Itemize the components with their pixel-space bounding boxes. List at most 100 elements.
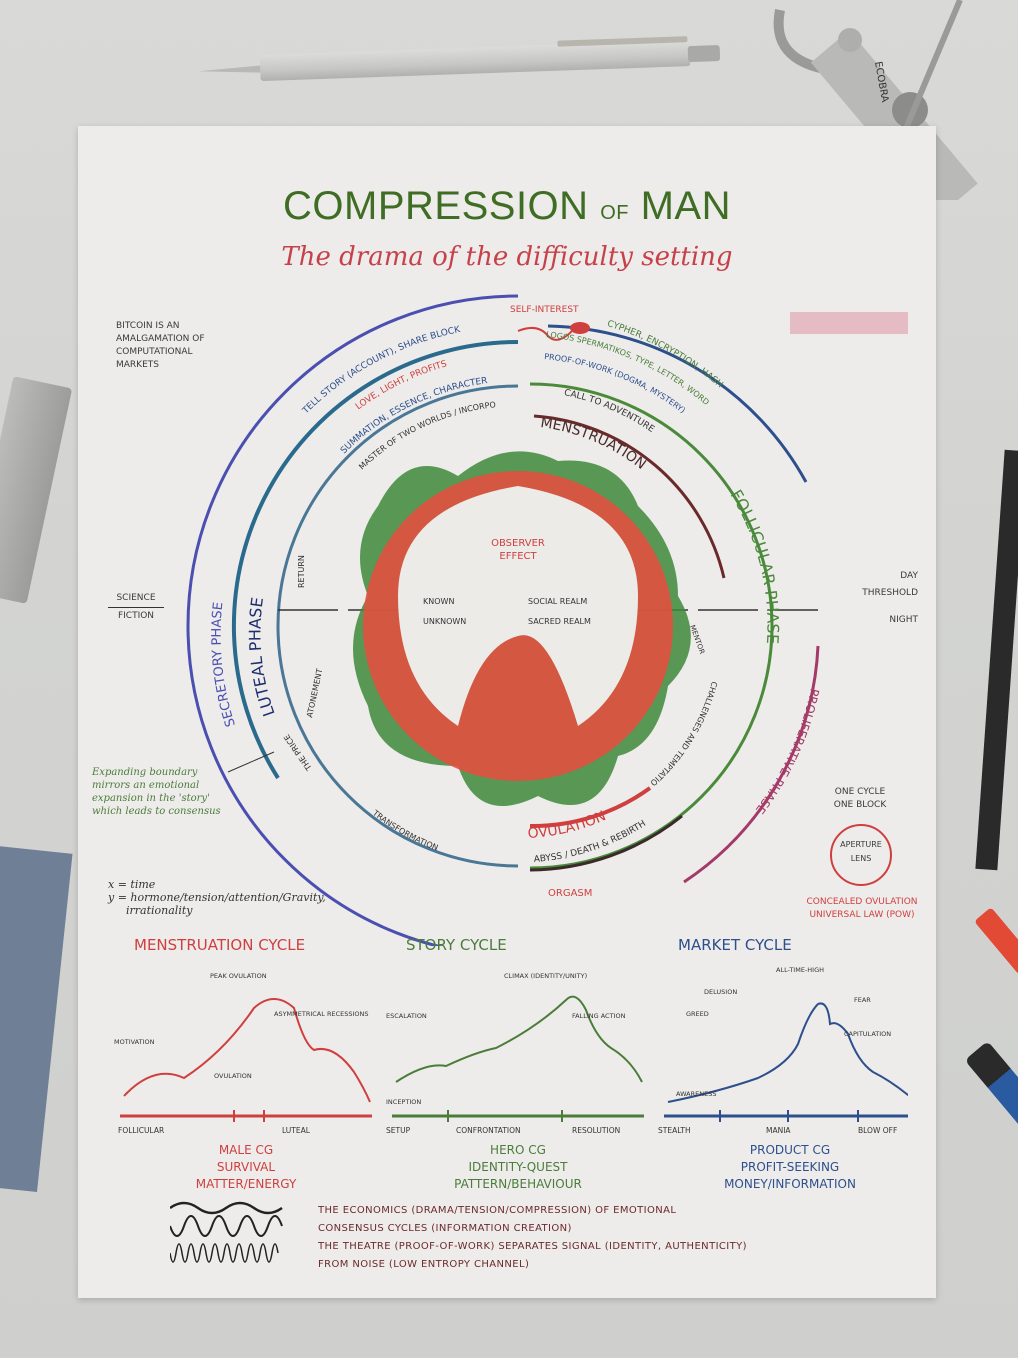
chart-caption: PRODUCT CG [750, 1143, 830, 1157]
cycle-curve [395, 995, 643, 1083]
aperture-cycle-icon: APERTURE LENS [830, 824, 892, 886]
y-axis-definition-cont: irrationality [126, 904, 193, 917]
svg-text:MASTER OF TWO WORLDS / INCORPO: MASTER OF TWO WORLDS / INCORPORATION [78, 126, 496, 471]
one-cycle-line: ONE CYCLE [834, 787, 886, 797]
phase-label: SETUP [386, 1126, 411, 1135]
red-pencil [974, 907, 1018, 975]
footer-line: FROM NOISE (LOW ENTROPY CHANNEL) [318, 1259, 530, 1270]
chart-annotation: CLIMAX (IDENTITY/UNITY) [504, 972, 587, 980]
proliferative-phase-label: PROLIFERATIVE PHASE [753, 687, 822, 816]
chart-market-cycle: MARKET CYCLEALL-TIME-HIGHDELUSIONGREEDFE… [658, 936, 916, 1191]
fiction-label: FICTION [117, 611, 155, 621]
master-two-worlds-label: MASTER OF TWO WORLDS / INCORPORATION [78, 126, 496, 471]
chart-annotation: PEAK OVULATION [210, 972, 267, 980]
science-fiction-note: SCIENCE FICTION [108, 592, 164, 623]
one-block-line: ONE BLOCK [833, 800, 887, 810]
footer-line: CONSENSUS CYCLES (INFORMATION CREATION) [318, 1223, 572, 1234]
expanding-line: Expanding boundary [92, 767, 198, 778]
footer-line: THE THEATRE (PROOF-OF-WORK) SEPARATES SI… [318, 1241, 747, 1252]
chart-annotation: FALLING ACTION [572, 1012, 626, 1020]
cycle-charts: MENSTRUATION CYCLE PEAK OVULATION ASYMMETR… [108, 932, 916, 1192]
chart-menstruation-cycle: MENSTRUATION CYCLE PEAK OVULATION ASYMMETR… [114, 936, 372, 1191]
chart-caption: MALE CG [219, 1143, 273, 1157]
the-price-label: THE PRICE [282, 733, 314, 773]
sperm-icon [517, 326, 574, 341]
svg-text:FOLLICULAR PHASE: FOLLICULAR PHASE [727, 486, 783, 644]
black-pencil [975, 449, 1018, 871]
bitcoin-note-line: BITCOIN IS AN [116, 321, 180, 331]
chart-caption: IDENTITY-QUEST [469, 1160, 569, 1174]
luteal-phase-label: LUTEAL PHASE [245, 596, 278, 719]
night-label: NIGHT [889, 615, 918, 625]
universal-law-line: UNIVERSAL LAW (POW) [809, 910, 915, 920]
phase-label: MANIA [766, 1126, 791, 1135]
drawing-paper: COMPRESSION OF MAN The drama of the diff… [78, 126, 936, 1298]
page-title: COMPRESSION OF MAN [78, 184, 936, 229]
day-night-note: DAY THRESHOLD NIGHT [838, 570, 918, 627]
chart-annotation: CAPITULATION [844, 1030, 891, 1038]
science-label: SCIENCE [116, 593, 156, 603]
phase-label: STEALTH [658, 1126, 691, 1135]
chart-caption: SURVIVAL [217, 1160, 275, 1174]
transformation-label: TRANSFORMATION [370, 808, 439, 853]
ruler [0, 843, 73, 1193]
chart-annotation: OVULATION [214, 1072, 252, 1080]
blue-pen [964, 1040, 1018, 1130]
chart-annotation: GREED [686, 1010, 709, 1018]
phase-label: BLOW OFF [858, 1126, 897, 1135]
svg-text:TRANSFORMATION: TRANSFORMATION [370, 808, 439, 853]
expanding-line: mirrors an emotional [92, 780, 200, 791]
mechanical-pencil [198, 35, 729, 85]
axes-note: x = time y = hormone/tension/attention/G… [108, 878, 326, 917]
aperture-label: APERTURE [840, 840, 882, 849]
chart-caption: HERO CG [490, 1143, 546, 1157]
atonement-label: ATONEMENT [305, 668, 324, 719]
crossed-out-note [790, 312, 908, 334]
wave-icons [170, 1201, 283, 1263]
threshold-label: THRESHOLD [862, 588, 918, 598]
mid-frequency-wave-icon [170, 1215, 283, 1237]
bitcoin-note: BITCOIN IS AN AMALGAMATION OF COMPUTATIO… [116, 320, 205, 372]
observer-label: OBSERVER [491, 538, 545, 549]
page-subtitle: The drama of the difficulty setting [281, 242, 733, 272]
self-interest-label: SELF-INTEREST [510, 305, 579, 315]
chart-caption: MONEY/INFORMATION [724, 1177, 856, 1191]
chart-title: MARKET CYCLE [678, 936, 792, 954]
orgasm-label: ORGASM [548, 888, 592, 899]
title-main: COMPRESSION [283, 184, 589, 228]
bitcoin-note-line: MARKETS [116, 360, 159, 370]
chart-annotation: ASYMMETRICAL RECESSIONS [274, 1010, 369, 1018]
sacred-realm-label: SACRED REALM [528, 617, 591, 626]
chart-annotation: AWARENESS [676, 1090, 716, 1098]
footer-text: THE ECONOMICS (DRAMA/TENSION/COMPRESSION… [318, 1202, 747, 1274]
chart-annotation: INCEPTION [386, 1098, 421, 1106]
bitcoin-note-line: AMALGAMATION OF [116, 334, 205, 344]
low-frequency-wave-icon [170, 1201, 283, 1215]
y-axis-definition: y = hormone/tension/attention/Gravity, [108, 891, 326, 904]
concealed-line: CONCEALED OVULATION [806, 897, 918, 907]
expanding-line: which leads to consensus [92, 806, 221, 817]
effect-label: EFFECT [499, 551, 537, 562]
chart-caption: PATTERN/BEHAVIOUR [454, 1177, 582, 1191]
footer-line: THE ECONOMICS (DRAMA/TENSION/COMPRESSION… [318, 1205, 677, 1216]
charts-svg: MENSTRUATION CYCLE PEAK OVULATION ASYMMETR… [114, 936, 916, 1191]
one-cycle-note: ONE CYCLE ONE BLOCK [820, 786, 900, 812]
left-pen [0, 376, 73, 604]
svg-text:LUTEAL PHASE: LUTEAL PHASE [245, 596, 278, 719]
phase-label: LUTEAL [282, 1126, 311, 1135]
expanding-line: expansion in the 'story' [92, 793, 210, 804]
return-label: RETURN [297, 555, 306, 588]
phase-label: FOLLICULAR [118, 1126, 164, 1135]
chart-caption: PROFIT-SEEKING [741, 1160, 839, 1174]
mentor-label: MENTOR [688, 624, 706, 655]
chart-title: STORY CYCLE [406, 936, 507, 954]
chart-annotation: MOTIVATION [114, 1038, 155, 1046]
chart-title: MENSTRUATION CYCLE [134, 936, 305, 954]
title-of: OF [600, 202, 629, 224]
wheel-diagram: OBSERVER EFFECT KNOWN UNKNOWN SOCIAL REA… [78, 126, 822, 946]
svg-text:PROLIFERATIVE PHASE: PROLIFERATIVE PHASE [753, 687, 822, 816]
social-realm-label: SOCIAL REALM [528, 597, 587, 606]
lens-label: LENS [850, 854, 872, 863]
chart-annotation: DELUSION [704, 988, 737, 996]
